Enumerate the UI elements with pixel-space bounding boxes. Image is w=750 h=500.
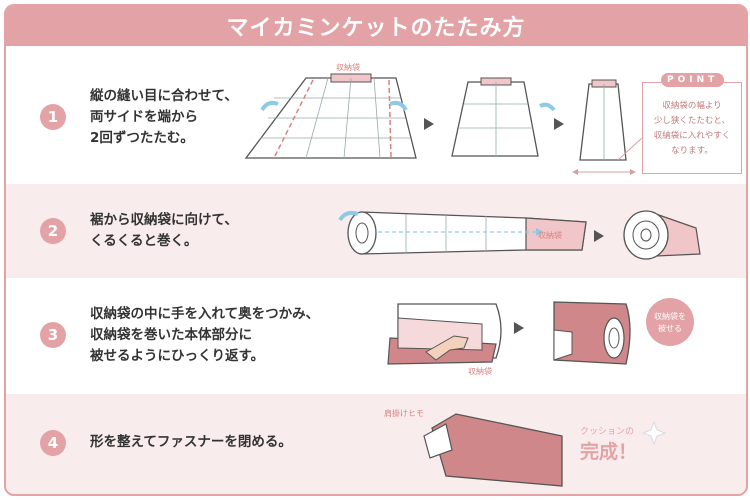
step-1-line-2: 両サイドを端から — [90, 109, 198, 125]
bag-inverting-icon — [553, 301, 631, 365]
step-2-illustration: 収納袋 — [338, 210, 701, 260]
next-arrow-3-icon — [594, 230, 604, 242]
complete-line-1: クッションの — [580, 426, 634, 437]
rolled-blanket-icon — [623, 210, 701, 260]
bag-label-1: 収納袋 — [336, 62, 360, 72]
fold-arrow-2-icon — [539, 102, 556, 112]
step-1-instruction: 縦の縫い目に合わせて、 両サイドを端から 2回ずつたたむ。 — [90, 86, 238, 149]
bag-with-hand-icon — [387, 303, 502, 365]
rolling-blanket-icon — [347, 211, 587, 255]
step-2-line-1: 裾から収納袋に向けて、 — [90, 212, 238, 228]
bag-label-3: 収納袋 — [468, 366, 492, 376]
step-3-instruction: 収納袋の中に手を入れて奥をつかみ、 収納袋を巻いた本体部分に 被せるようにひっく… — [90, 304, 319, 367]
complete-line-2: 完成！ — [580, 440, 637, 463]
cover-badge-line-2: 被せる — [658, 323, 682, 333]
step-3-illustration: 収納袋 収納袋を 被せる — [387, 298, 694, 376]
step-4-number-badge: 4 — [40, 430, 66, 456]
cover-badge-line-1: 収納袋を — [654, 311, 686, 321]
step-3-line-2: 収納袋を巻いた本体部分に — [90, 327, 252, 343]
fold-arrow-right-icon — [389, 100, 408, 112]
folding-guide-panel: マイカミンケットのたたみ方 1 縦の縫い目に合わせて、 両サイドを端から 2回ず… — [4, 4, 748, 496]
step-3-line-1: 収納袋の中に手を入れて奥をつかみ、 — [90, 306, 320, 322]
point-line-3: 収納袋に入れやすく — [653, 131, 731, 141]
step-4-line-1: 形を整えてファスナーを閉める。 — [90, 434, 292, 450]
step-1-number-badge: 1 — [40, 104, 66, 130]
step-4-row: 4 形を整えてファスナーを閉める。 肩掛けヒモ クッションの 完成！ — [6, 394, 746, 494]
step-2-instruction: 裾から収納袋に向けて、 くるくると巻く。 — [90, 210, 238, 252]
cushion-complete-icon — [423, 413, 563, 487]
page-title: マイカミンケットのたたみ方 — [6, 6, 746, 46]
shoulder-strap-label: 肩掛けヒモ — [384, 408, 424, 418]
point-line-4: なります。 — [671, 146, 713, 156]
blanket-narrow-folded-icon — [579, 79, 627, 161]
step-3-number-badge: 3 — [40, 322, 66, 348]
point-line-1: 収納袋の幅より — [662, 101, 722, 111]
next-arrow-icon — [424, 118, 434, 130]
roll-arrow-icon — [338, 210, 359, 222]
next-arrow-4-icon — [514, 322, 524, 334]
cover-badge — [646, 298, 694, 346]
point-line-2: 少し狭くたたむと、 — [653, 116, 731, 126]
step-1-line-1: 縦の縫い目に合わせて、 — [90, 88, 238, 104]
step-1-row: 1 縦の縫い目に合わせて、 両サイドを端から 2回ずつたたむ。 収納袋 — [6, 48, 746, 184]
bag-label-2: 収納袋 — [538, 230, 562, 240]
step-4-illustration: 肩掛けヒモ クッションの 完成！ — [384, 408, 667, 487]
step-2-line-2: くるくると巻く。 — [90, 233, 198, 249]
fold-arrow-left-icon — [260, 100, 279, 112]
step-3-row: 3 収納袋の中に手を入れて奥をつかみ、 収納袋を巻いた本体部分に 被せるようにひ… — [6, 278, 746, 394]
blanket-half-folded-icon — [451, 77, 539, 157]
point-tip-box: POINT 収納袋の幅より 少し狭くたたむと、 収納袋に入れやすく なります。 — [642, 73, 742, 174]
step-2-number-badge: 2 — [40, 218, 66, 244]
step-2-row: 2 裾から収納袋に向けて、 くるくると巻く。 収納袋 — [6, 184, 746, 278]
blanket-flat-icon — [244, 73, 417, 159]
step-1-line-3: 2回ずつたたむ。 — [90, 130, 194, 146]
step-3-line-3: 被せるようにひっくり返す。 — [90, 348, 265, 364]
sparkle-icon — [641, 420, 667, 446]
step-1-illustration: 収納袋 — [244, 62, 643, 175]
next-arrow-2-icon — [554, 118, 564, 130]
step-4-instruction: 形を整えてファスナーを閉める。 — [90, 432, 292, 453]
point-heading: POINT — [661, 73, 725, 87]
